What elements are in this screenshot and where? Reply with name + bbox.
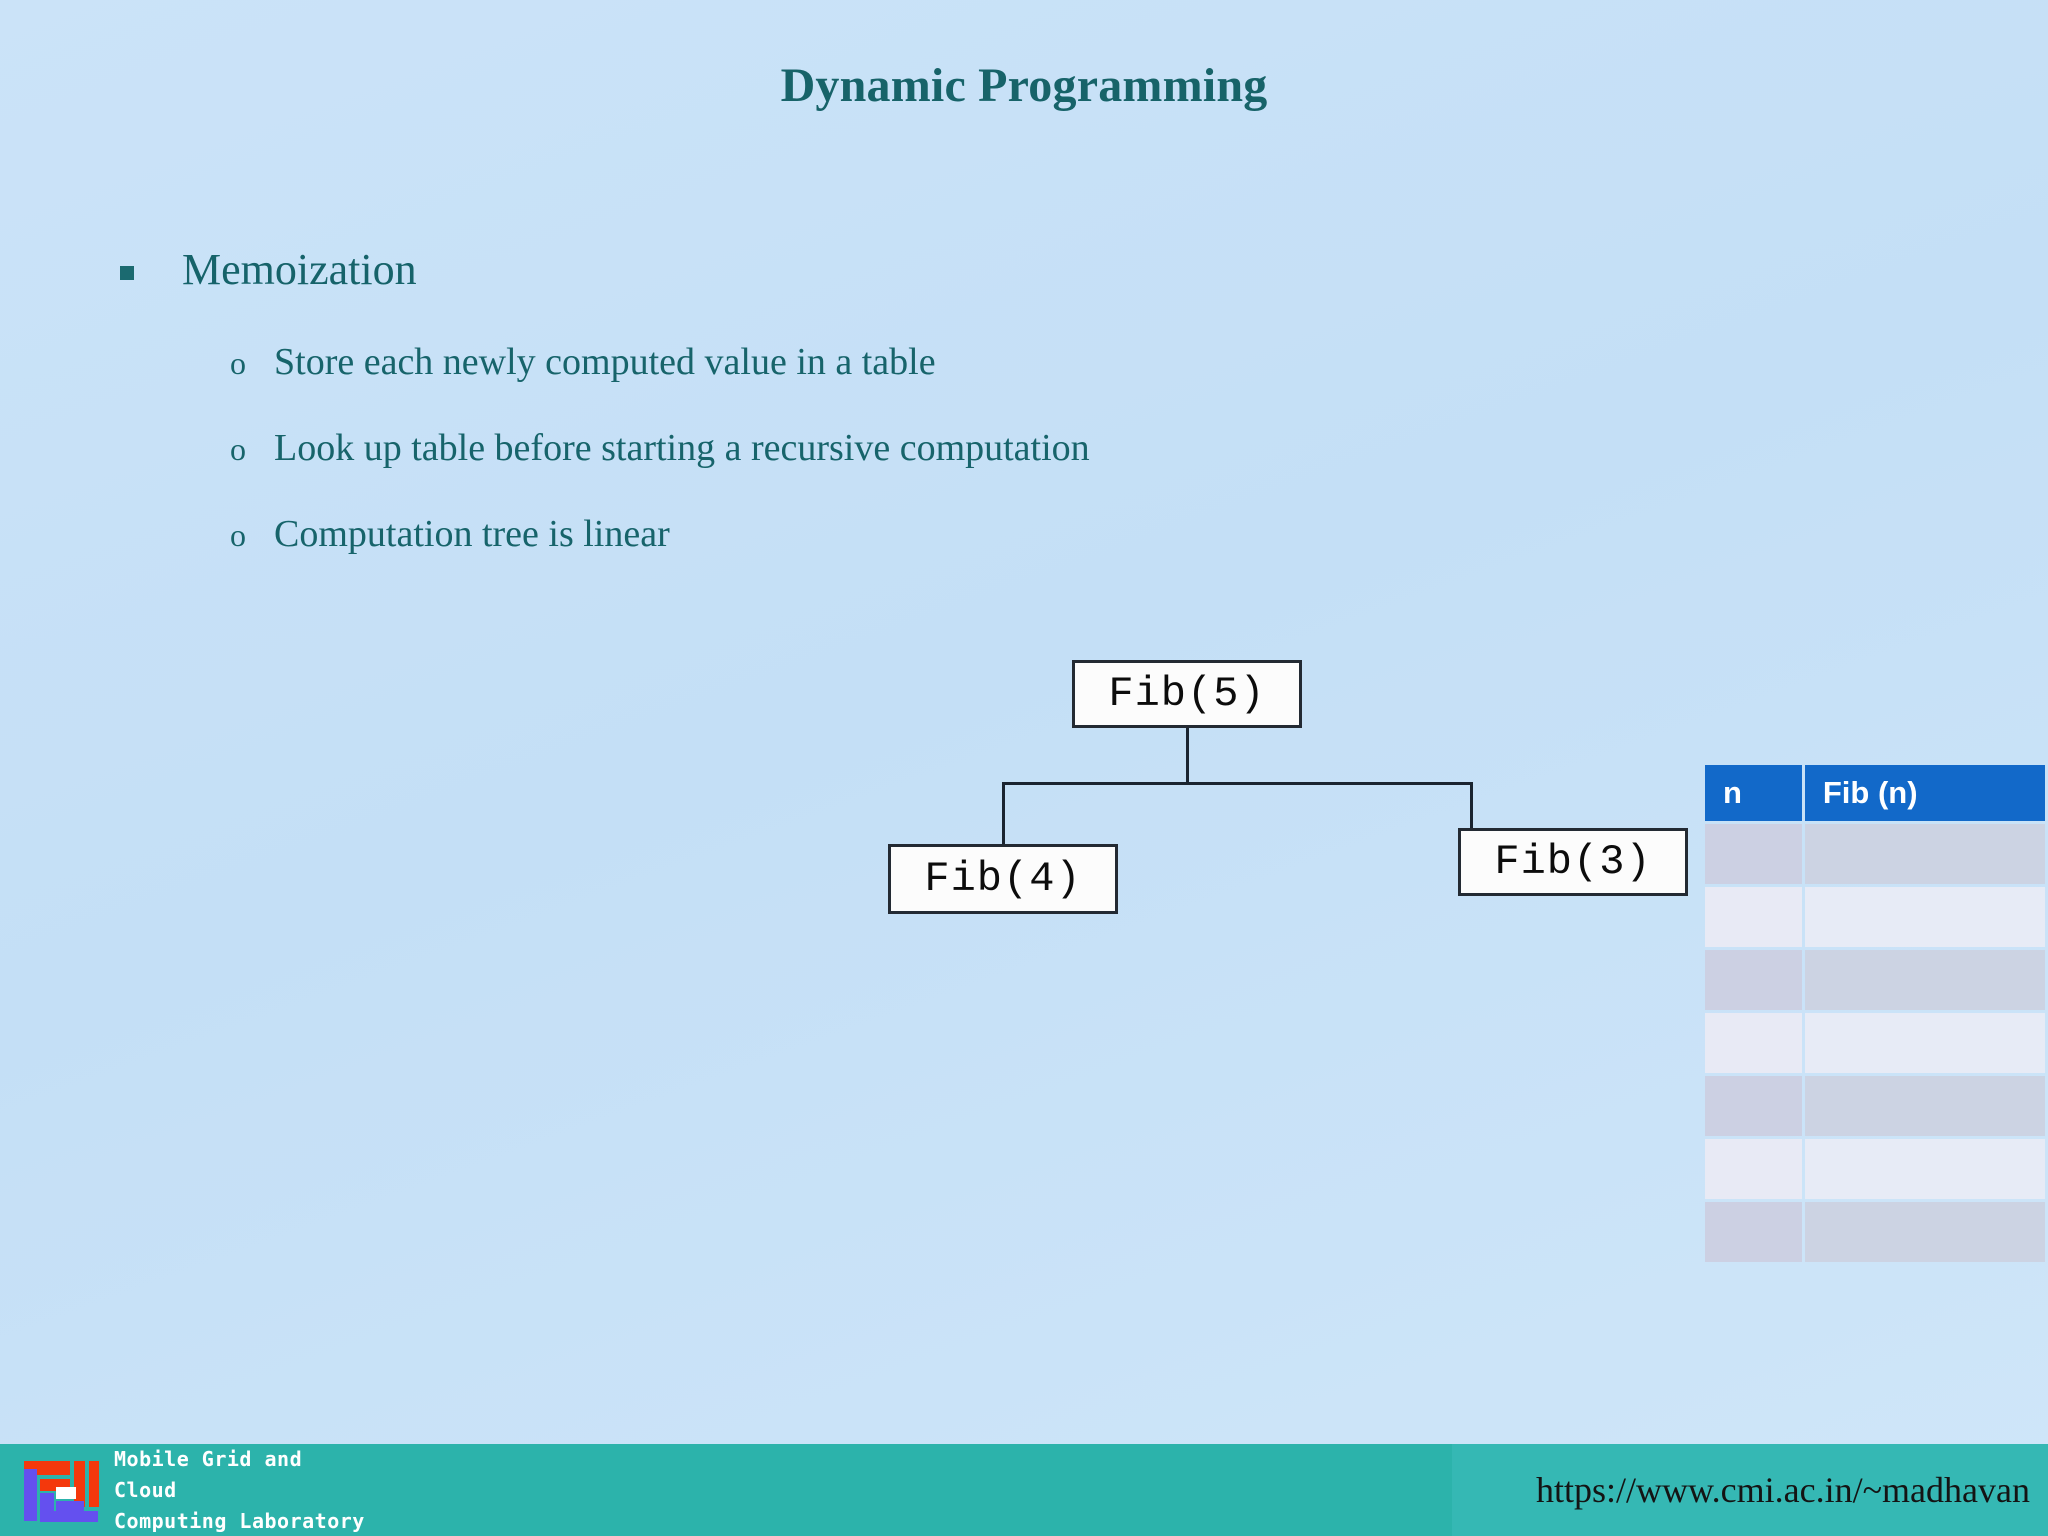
table-cell-n [1705, 1076, 1802, 1136]
mgcl-logo-icon [18, 1457, 100, 1523]
tree-node-fib5: Fib(5) [1072, 660, 1302, 728]
bullet-level2-item: o Look up table before starting a recurs… [230, 426, 1680, 472]
table-cell-fib [1804, 887, 2045, 947]
tree-edge-right [1470, 782, 1473, 829]
table-cell-n [1705, 824, 1802, 884]
footer-url-link[interactable]: https://www.cmi.ac.in/~madhavan [1535, 1470, 2030, 1510]
circle-bullet-icon: o [230, 517, 246, 554]
lab-logo: Mobile Grid and Cloud Computing Laborato… [18, 1447, 366, 1533]
square-bullet-icon [120, 266, 134, 280]
table-cell-n [1705, 1202, 1802, 1262]
lab-logo-line1: Mobile Grid and Cloud [114, 1446, 303, 1502]
tree-edge-left [1002, 782, 1005, 845]
bullet-level2-item: o Store each newly computed value in a t… [230, 340, 1680, 386]
tree-node-fib4: Fib(4) [888, 844, 1118, 914]
lab-logo-line2: Computing Laboratory [114, 1508, 365, 1533]
table-row [1705, 887, 2045, 947]
computation-tree-diagram: Fib(5) Fib(4) Fib(3) [860, 660, 1688, 920]
table-row [1705, 1013, 2045, 1073]
table-cell-fib [1804, 1076, 2045, 1136]
page-title: Dynamic Programming [780, 59, 1268, 112]
table-cell-fib [1804, 1139, 2045, 1199]
footer-bar: Mobile Grid and Cloud Computing Laborato… [0, 1444, 2048, 1536]
table-header-n: n [1705, 765, 1802, 821]
table-row [1705, 1076, 2045, 1136]
table-row [1705, 1139, 2045, 1199]
table-cell-fib [1804, 1202, 2045, 1262]
table-header-fib: Fib (n) [1804, 765, 2045, 821]
table-cell-fib [1804, 824, 2045, 884]
table-cell-n [1705, 1013, 1802, 1073]
tree-edge-stem [1186, 728, 1189, 784]
table-row [1705, 824, 2045, 884]
bullet-level2-label: Store each newly computed value in a tab… [274, 340, 936, 383]
table-cell-n [1705, 1139, 1802, 1199]
table-row [1705, 950, 2045, 1010]
table-cell-fib [1804, 1013, 2045, 1073]
table-cell-n [1705, 887, 1802, 947]
table-row [1705, 1202, 2045, 1262]
tree-node-fib3: Fib(3) [1458, 828, 1688, 896]
bullet-level2-label: Computation tree is linear [274, 513, 670, 556]
table-cell-n [1705, 950, 1802, 1010]
bullet-level1-label: Memoization [182, 245, 417, 294]
bullet-level2-label: Look up table before starting a recursiv… [274, 426, 1090, 469]
bullet-list: Memoization o Store each newly computed … [120, 245, 1680, 599]
tree-edge-bar [1002, 782, 1473, 785]
table-header-row: n Fib (n) [1705, 765, 2045, 821]
lab-logo-text: Mobile Grid and Cloud Computing Laborato… [114, 1444, 366, 1536]
table-cell-fib [1804, 950, 2045, 1010]
bullet-level2-item: o Computation tree is linear [230, 512, 1680, 558]
circle-bullet-icon: o [230, 430, 246, 467]
fib-memo-table: n Fib (n) [1702, 762, 2048, 1265]
footer-accent-panel [0, 1444, 1452, 1536]
bullet-level1: Memoization [120, 245, 1680, 296]
circle-bullet-icon: o [230, 344, 246, 381]
